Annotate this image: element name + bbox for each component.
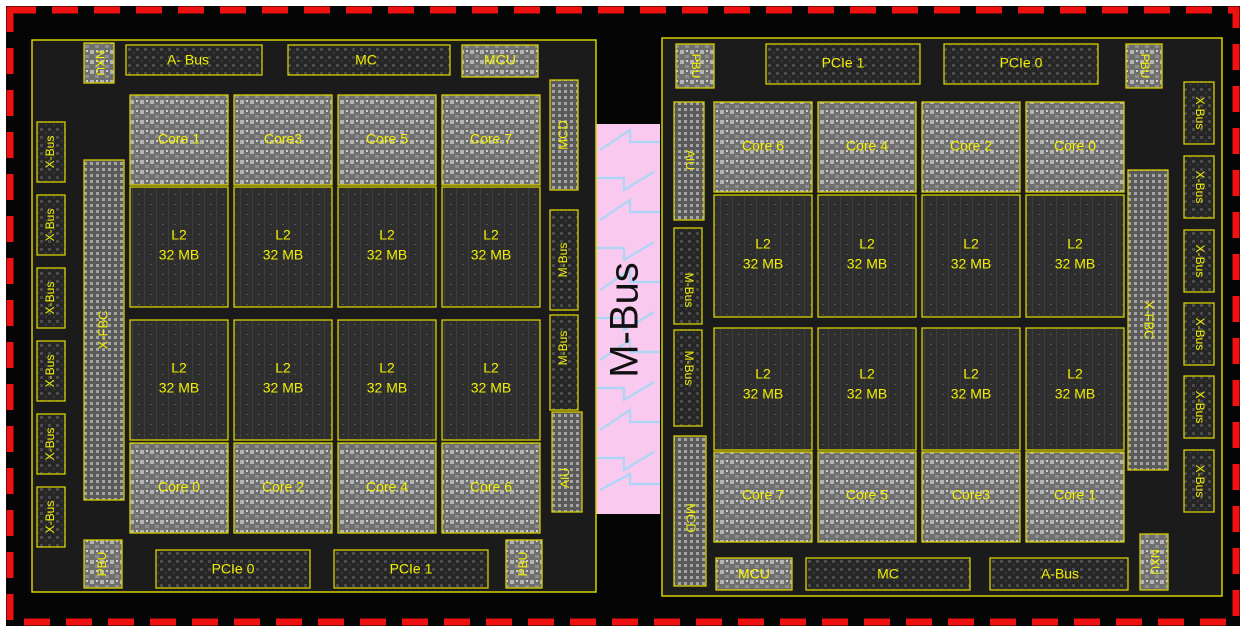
- chip-left-nxu-label: NXU: [93, 50, 107, 75]
- chip-right-pcie1-label: PCIe 1: [822, 55, 865, 71]
- chip-right-pbu-label-2: PBU: [1138, 54, 1152, 79]
- chip-right-core-bottom-4-label: Core 1: [1054, 487, 1096, 503]
- chip-left-pcie1-label: PCIe 1: [390, 561, 433, 577]
- chip-right-core-top-3-label: Core 2: [950, 138, 992, 154]
- chip-right-xbus-label-6: X-Bus: [1193, 465, 1207, 498]
- chip-left-aiu-block: [552, 412, 582, 512]
- chip-right-l2-r2-2-line1: L2: [859, 366, 875, 382]
- chip-right-aiu-label: AIU: [683, 150, 697, 170]
- chip-left-l2-r2-3-line1: L2: [379, 360, 395, 376]
- chip-right-pbu-label-1: PBU: [689, 54, 703, 79]
- chip-right-xfbc-label: X-FBC: [1142, 301, 1157, 340]
- chip-right-xbus-label-2: X-Bus: [1193, 171, 1207, 204]
- chip-left-l2-r2-2-line2: 32 MB: [263, 380, 303, 396]
- chip-right-core-bottom-3-label: Core3: [952, 487, 990, 503]
- chip-right-mc-label: MC: [877, 566, 899, 582]
- chip-right: PBU PCIe 1 PCIe 0 PBU AIU M-Bus M-Bus MC…: [662, 38, 1222, 596]
- chip-left-xbus-label-5: X-Bus: [43, 428, 57, 461]
- chip-left-l2-r2-1-line2: 32 MB: [159, 380, 199, 396]
- chip-left-mcu-label: MCU: [484, 52, 516, 68]
- chip-left-l2-r2-2-line1: L2: [275, 360, 291, 376]
- chip-left-pbu-label-2: PBU: [516, 552, 530, 577]
- chip-right-l2-r2-2-line2: 32 MB: [847, 386, 887, 402]
- chip-left-pcie0-label: PCIe 0: [212, 561, 255, 577]
- chip-left-l2-r1-3-line1: L2: [379, 227, 395, 243]
- chip-right-l2-r2-4-line2: 32 MB: [1055, 386, 1095, 402]
- chip-left-l2-r1-1-line1: L2: [171, 227, 187, 243]
- chip-left-mbus-label-1: M-Bus: [556, 243, 570, 278]
- chip-right-l2-r1-4-line1: L2: [1067, 236, 1083, 252]
- chip-left-l2-r1-2-line2: 32 MB: [263, 247, 303, 263]
- chip-right-pcie0-label: PCIe 0: [1000, 55, 1043, 71]
- chip-left-aiu-label: AIU: [558, 468, 572, 488]
- chip-left-l2-r1-1-line2: 32 MB: [159, 247, 199, 263]
- chip-right-core-bottom-2-label: Core 5: [846, 487, 888, 503]
- chip-left-core-bottom-3-label: Core 4: [366, 479, 408, 495]
- m-bus-bridge-label: M-Bus: [603, 262, 647, 378]
- chip-left-pbu-label-1: PBU: [95, 552, 109, 577]
- chip-right-xbus-label-4: X-Bus: [1193, 318, 1207, 351]
- chip-left-abus-label: A- Bus: [167, 52, 209, 68]
- chip-left: NXU A- Bus MC MCU X-Bus X-Bus X-Bus X-Bu…: [32, 40, 596, 592]
- chip-left-l2-r2-4-line1: L2: [483, 360, 499, 376]
- chip-right-core-top-4-label: Core 0: [1054, 138, 1096, 154]
- chip-right-nxu-label: NXU: [1148, 549, 1162, 574]
- chip-left-core-bottom-1-label: Core 0: [158, 479, 200, 495]
- chip-left-l2-r1-4-line1: L2: [483, 227, 499, 243]
- chip-right-l2-r1-2-line1: L2: [859, 236, 875, 252]
- chip-left-core-top-1-label: Core 1: [158, 131, 200, 147]
- chip-left-core-top-4-label: Core 7: [470, 131, 512, 147]
- chip-left-xbus-label-4: X-Bus: [43, 355, 57, 388]
- chip-right-l2-r2-1-line2: 32 MB: [743, 386, 783, 402]
- chip-right-mcu-label: MCU: [738, 566, 770, 582]
- chip-left-xbus-label-3: X-Bus: [43, 282, 57, 315]
- chip-right-l2-r2-3-line1: L2: [963, 366, 979, 382]
- chip-left-xbus-label-6: X-Bus: [43, 501, 57, 534]
- chip-left-core-top-3-label: Core 5: [366, 131, 408, 147]
- chip-right-l2-r1-1-line1: L2: [755, 236, 771, 252]
- chip-right-xbus-label-5: X-Bus: [1193, 391, 1207, 424]
- chip-left-mbus-label-2: M-Bus: [556, 331, 570, 366]
- chip-left-l2-r2-1-line1: L2: [171, 360, 187, 376]
- chip-right-l2-r1-1-line2: 32 MB: [743, 256, 783, 272]
- chip-left-l2-r1-3-line2: 32 MB: [367, 247, 407, 263]
- chip-right-l2-r1-3-line2: 32 MB: [951, 256, 991, 272]
- chip-right-l2-r2-1-line1: L2: [755, 366, 771, 382]
- chip-right-mbus-label-2: M-Bus: [682, 351, 696, 386]
- chip-right-xbus-label-1: X-Bus: [1193, 97, 1207, 130]
- chip-right-core-top-1-label: Core 6: [742, 138, 784, 154]
- chip-left-xbus-label-2: X-Bus: [43, 209, 57, 242]
- chip-left-l2-r2-3-line2: 32 MB: [367, 380, 407, 396]
- chip-left-l2-r1-4-line2: 32 MB: [471, 247, 511, 263]
- chip-right-mbus-label-1: M-Bus: [682, 273, 696, 308]
- chip-left-core-bottom-4-label: Core 6: [470, 479, 512, 495]
- chip-left-mc-label: MC: [355, 52, 377, 68]
- chip-left-l2-r1-2-line1: L2: [275, 227, 291, 243]
- chip-left-core-top-2-label: Core3: [264, 131, 302, 147]
- chip-left-l2-r2-4-line2: 32 MB: [471, 380, 511, 396]
- chip-right-xbus-label-3: X-Bus: [1193, 245, 1207, 278]
- chip-right-core-bottom-1-label: Core 7: [742, 487, 784, 503]
- chip-right-mcd-label: MCD: [684, 503, 699, 533]
- chip-left-core-bottom-2-label: Core 2: [262, 479, 304, 495]
- chip-right-core-top-2-label: Core 4: [846, 138, 888, 154]
- chip-right-l2-r2-3-line2: 32 MB: [951, 386, 991, 402]
- chip-right-abus-label: A-Bus: [1041, 566, 1079, 582]
- m-bus-bridge: M-Bus: [594, 124, 660, 514]
- chip-left-xbus-label-1: X-Bus: [43, 136, 57, 169]
- chip-left-xfbc-label: X-FBC: [95, 311, 110, 350]
- chip-right-l2-r1-4-line2: 32 MB: [1055, 256, 1095, 272]
- chip-right-l2-r2-4-line1: L2: [1067, 366, 1083, 382]
- chip-right-l2-r1-2-line2: 32 MB: [847, 256, 887, 272]
- chip-left-mcd-label: MCD: [555, 120, 570, 150]
- chip-right-l2-r1-3-line1: L2: [963, 236, 979, 252]
